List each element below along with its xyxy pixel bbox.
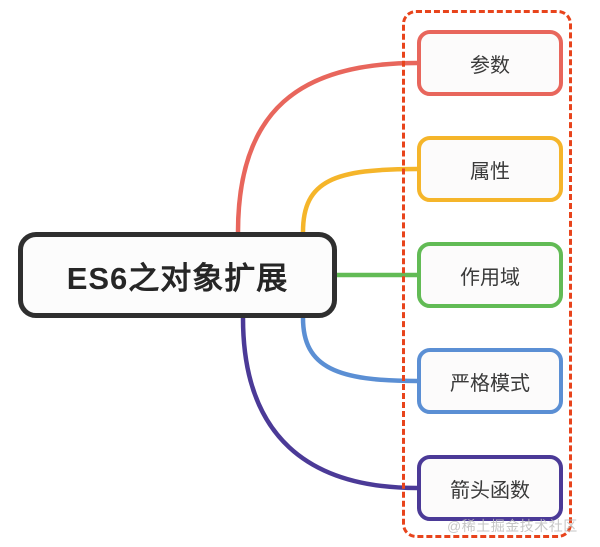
branch-node-yangemoshi[interactable]: 严格模式 [417, 348, 563, 414]
branch-node-label: 属性 [470, 160, 510, 183]
branch-node-canshu[interactable]: 参数 [417, 30, 563, 96]
connector-line-3 [300, 315, 420, 384]
branch-node-label: 箭头函数 [450, 479, 530, 502]
branch-node-zuoyongyu[interactable]: 作用域 [417, 242, 563, 308]
branch-node-label: 作用域 [460, 266, 520, 289]
branch-group-frame [402, 10, 572, 538]
branch-node-jiantouhanshu[interactable]: 箭头函数 [417, 455, 563, 521]
connector-line-1 [300, 166, 420, 235]
connector-line-4 [240, 315, 420, 491]
watermark-text: @稀土掘金技术社区 [447, 518, 578, 534]
root-node[interactable]: ES6之对象扩展 [18, 232, 337, 318]
root-node-label: ES6之对象扩展 [66, 260, 289, 296]
connector-line-0 [235, 60, 420, 235]
branch-node-label: 参数 [470, 54, 510, 77]
branch-node-label: 严格模式 [450, 372, 530, 395]
branch-node-shuxing[interactable]: 属性 [417, 136, 563, 202]
